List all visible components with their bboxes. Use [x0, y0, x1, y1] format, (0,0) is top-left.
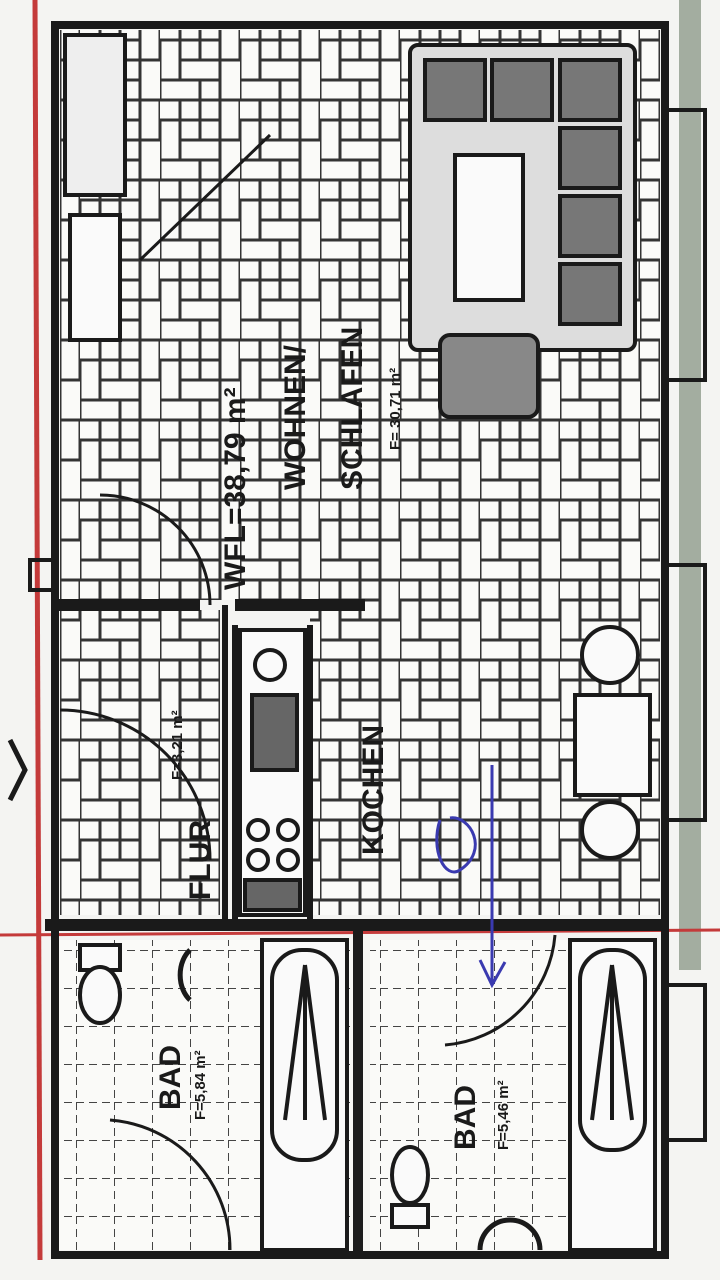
living-area: F= 30,71 m²: [387, 368, 404, 450]
door-arc-bath2: [444, 934, 557, 1047]
walls: [28, 21, 669, 1259]
door-arc-hall: [59, 708, 212, 861]
dining-table: [573, 625, 652, 860]
door-arc-living: [99, 493, 212, 606]
kitchen-counter: [238, 628, 307, 917]
coffee-table: [453, 153, 525, 302]
toilet-1: [78, 943, 122, 1025]
red-marker-left: [32, 0, 43, 1261]
bath1-area: F=5,84 m²: [192, 1050, 209, 1120]
wardrobe: [63, 33, 127, 197]
total-area-label: WFL=38,79 m²: [219, 387, 252, 590]
sink-2: [477, 1217, 543, 1251]
toilet-2: [390, 1145, 430, 1229]
living-name-2: SCHLAFEN: [336, 327, 369, 490]
bathtub-2: [568, 938, 657, 1252]
hall-name: FLUR: [184, 820, 217, 900]
bath2-area: F=5,46 m²: [495, 1080, 512, 1150]
cabinet: [68, 213, 122, 342]
bathtub-1: [260, 938, 349, 1252]
kitchen-name: KOCHEN: [357, 725, 390, 855]
door-swing: [138, 133, 272, 262]
windows: [7, 108, 707, 1142]
pen-annotation: [435, 765, 507, 989]
hall-floor: [60, 610, 220, 915]
armchair: [438, 333, 540, 419]
living-name-1: WOHNEN/: [279, 344, 312, 490]
bath1-name: BAD: [154, 1045, 187, 1110]
door-arc-bath1: [109, 1118, 232, 1251]
hall-area: F=3,21 m²: [169, 710, 186, 780]
bath2-name: BAD: [449, 1085, 482, 1150]
sink-1: [177, 948, 192, 1002]
